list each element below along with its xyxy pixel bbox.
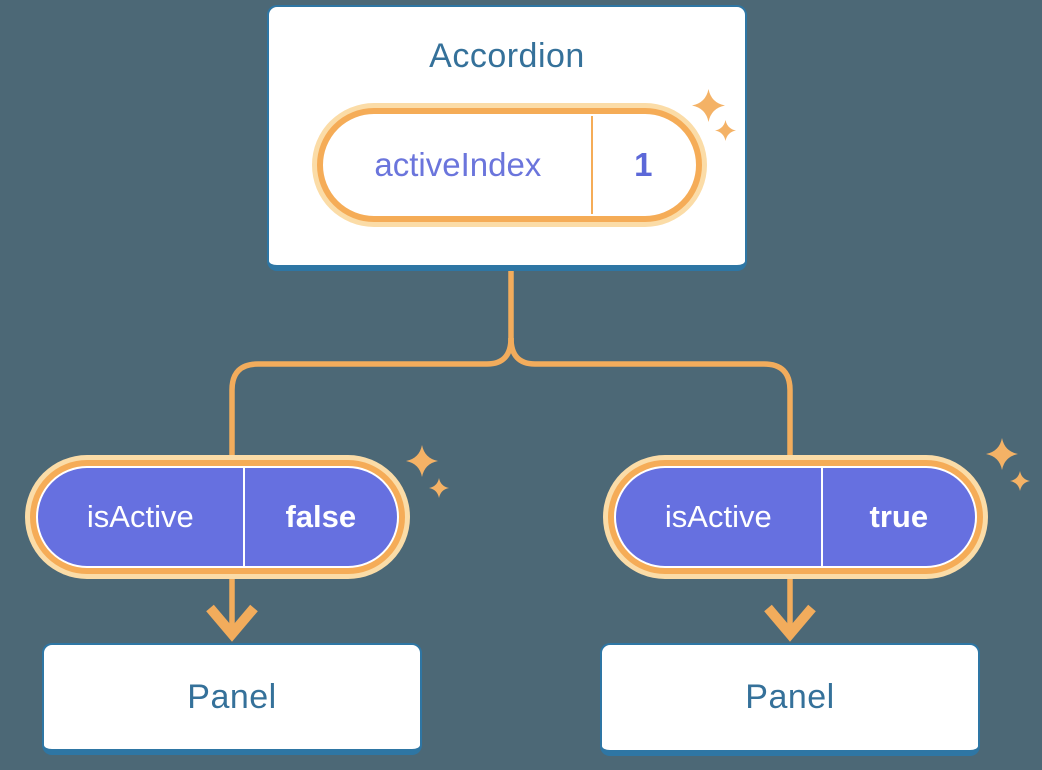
prop-pill-body: isActive false bbox=[38, 468, 397, 566]
state-pill-divider bbox=[590, 116, 593, 214]
prop-value-label: true bbox=[869, 499, 929, 534]
panel-node-right: Panel bbox=[600, 643, 980, 756]
panel-title: Panel bbox=[745, 678, 835, 716]
prop-pill-isactive-right: isActive true bbox=[608, 460, 983, 574]
panel-title: Panel bbox=[187, 677, 277, 716]
prop-name-label: isActive bbox=[86, 499, 194, 534]
state-pill-body: activeIndex 1 bbox=[325, 116, 694, 214]
state-pill-activeindex: activeIndex 1 bbox=[317, 108, 702, 222]
panel-node-left: Panel bbox=[42, 643, 422, 755]
left-arrowhead-icon bbox=[206, 604, 258, 642]
sparkle-icon bbox=[1010, 471, 1030, 491]
accordion-title: Accordion bbox=[429, 37, 585, 75]
state-name-label: activeIndex bbox=[374, 146, 542, 183]
state-value-label: 1 bbox=[634, 146, 653, 183]
prop-pill-divider bbox=[820, 468, 823, 566]
sparkle-icon bbox=[715, 120, 736, 141]
right-arrowhead-icon bbox=[764, 604, 816, 642]
left-branch-line bbox=[229, 337, 514, 631]
sparkle-icon bbox=[406, 445, 438, 477]
prop-name-label: isActive bbox=[664, 499, 772, 534]
accordion-node: Accordion activeIndex 1 bbox=[267, 5, 747, 271]
prop-pill-isactive-left: isActive false bbox=[30, 460, 405, 574]
sparkle-icon bbox=[429, 478, 449, 498]
right-branch-line bbox=[508, 337, 793, 631]
sparkle-icon bbox=[692, 89, 725, 122]
sparkle-icon bbox=[986, 438, 1018, 470]
prop-pill-body: isActive true bbox=[616, 468, 975, 566]
prop-pill-divider bbox=[242, 468, 245, 566]
prop-value-label: false bbox=[285, 499, 357, 534]
